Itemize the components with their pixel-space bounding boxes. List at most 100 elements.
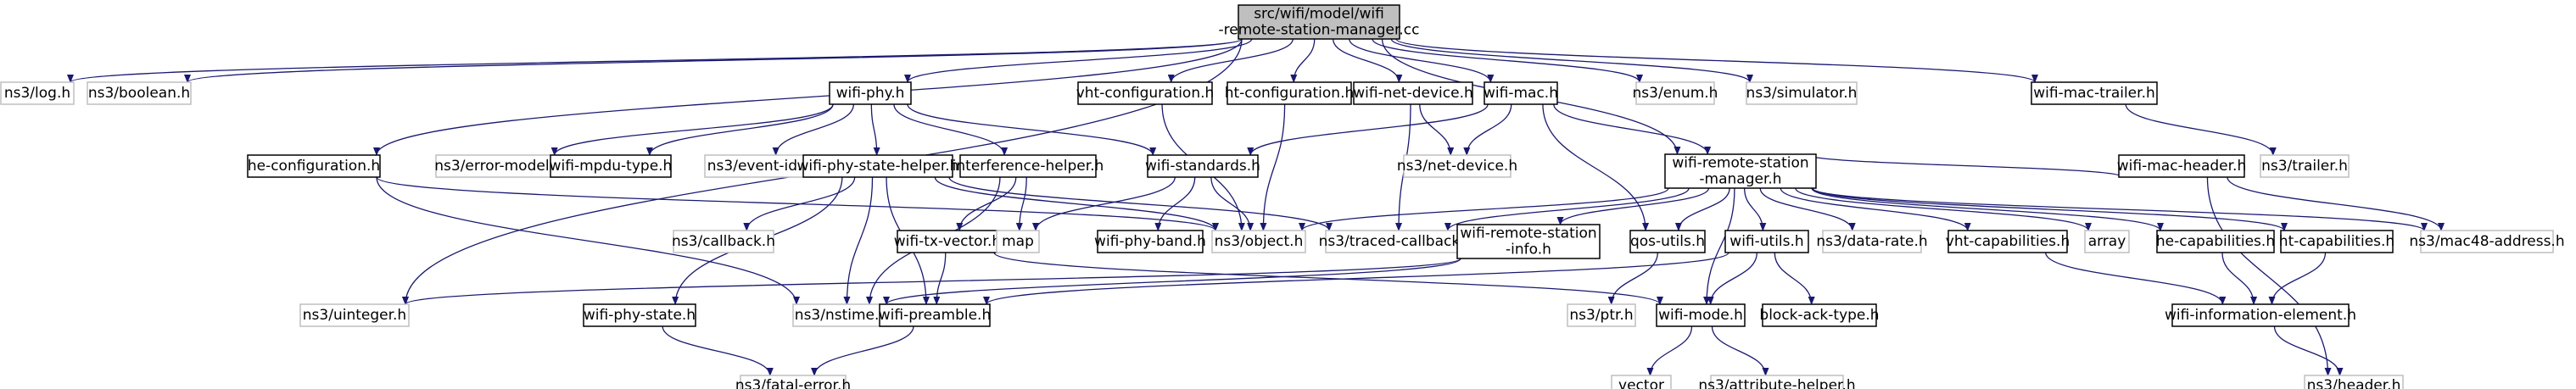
edge-utils-to-preamble xyxy=(983,252,1729,305)
node-log: ns3/log.h xyxy=(0,81,75,105)
edge-wrsm-to-wifimode xyxy=(1703,187,1735,305)
node-label: ns3/attribute-helper.h xyxy=(1698,377,1855,389)
node-htcap[interactable]: ht-capabilities.h xyxy=(2279,230,2394,253)
node-traced: ns3/traced-callback.h xyxy=(1319,230,1473,253)
node-preamble[interactable]: wifi-preamble.h xyxy=(879,303,991,327)
node-qos[interactable]: qos-utils.h xyxy=(1629,230,1706,253)
node-blockack[interactable]: block-ack-type.h xyxy=(1759,303,1880,327)
node-root[interactable]: src/wifi/model/wifi-remote-station-manag… xyxy=(1218,4,1420,40)
node-label: ns3/mac48-address.h xyxy=(2409,233,2564,250)
node-label: vht-capabilities.h xyxy=(1946,233,2070,250)
edge-interference-to-map xyxy=(1015,176,1027,231)
node-hecap[interactable]: he-capabilities.h xyxy=(2156,230,2275,253)
node-box xyxy=(959,154,1097,178)
node-box xyxy=(1724,230,1809,253)
node-box xyxy=(1947,230,2068,253)
node-rsinfo[interactable]: wifi-remote-station-info.h xyxy=(1456,224,1601,259)
node-mactrailer[interactable]: wifi-mac-trailer.h xyxy=(2031,81,2158,105)
edge-wrsm-to-traced xyxy=(1444,187,1690,231)
edge-root-to-mactrailer xyxy=(1395,38,2038,83)
node-txvector[interactable]: wifi-tx-vector.h xyxy=(894,230,1001,253)
edge-wifimode-to-vector xyxy=(1646,325,1693,376)
edge-macheader-to-header xyxy=(2206,176,2332,376)
edge-heconf-to-object xyxy=(376,176,1219,231)
edge-txvector-to-wifimode xyxy=(993,252,1663,305)
node-label: wifi-remote-station xyxy=(1460,225,1596,242)
node-label: wifi-information-element.h xyxy=(2165,307,2356,324)
edge-standards-to-map xyxy=(1032,176,1176,231)
node-label: wifi-phy.h xyxy=(836,85,905,102)
node-array: array xyxy=(2084,230,2130,253)
node-label: vht-configuration.h xyxy=(1076,85,1215,102)
node-label: ns3/event-id.h xyxy=(707,158,811,175)
node-phystatehelper[interactable]: wifi-phy-state-helper.h xyxy=(797,154,959,178)
edge-root-to-heconf xyxy=(373,38,1243,156)
node-label: ns3/simulator.h xyxy=(1746,85,1858,102)
node-label: ns3/enum.h xyxy=(1633,85,1718,102)
edge-phystate-to-fatal xyxy=(662,325,774,376)
node-mac48: ns3/mac48-address.h xyxy=(2409,230,2565,253)
edge-standards-to-object xyxy=(1210,176,1254,231)
node-box xyxy=(792,303,891,327)
node-label: ns3/log.h xyxy=(4,85,70,102)
node-macheader[interactable]: wifi-mac-header.h xyxy=(2117,154,2246,178)
edge-wrsm-to-datarate xyxy=(1759,187,1856,231)
node-uinteger: ns3/uinteger.h xyxy=(299,303,410,327)
edge-root-to-boolean xyxy=(184,38,1243,83)
node-phystate[interactable]: wifi-phy-state.h xyxy=(583,303,696,327)
node-wifiphy[interactable]: wifi-phy.h xyxy=(829,81,912,105)
edge-interference-to-txvector xyxy=(956,176,1017,231)
edge-root-to-enum xyxy=(1372,38,1643,83)
node-box xyxy=(2171,303,2350,327)
node-htconf[interactable]: ht-configuration.h xyxy=(1225,81,1355,105)
node-label: ns3/nstime.h xyxy=(795,307,888,324)
edge-wifimac-to-wrsm xyxy=(1553,103,1712,155)
node-label: wifi-mac-header.h xyxy=(2117,158,2246,175)
node-label: he-configuration.h xyxy=(248,158,380,175)
edge-wrsm-to-mac48 xyxy=(1812,187,2428,231)
node-box xyxy=(2156,230,2275,253)
node-label: wifi-mac.h xyxy=(1484,85,1558,102)
node-wifimac[interactable]: wifi-mac.h xyxy=(1484,81,1558,105)
node-ptr: ns3/ptr.h xyxy=(1567,303,1636,327)
node-mpdutype[interactable]: wifi-mpdu-type.h xyxy=(550,154,673,178)
node-errmodel: ns3/error-model.h xyxy=(434,154,563,178)
node-vector: vector xyxy=(1611,375,1672,389)
edge-infoelem-to-header xyxy=(2273,325,2344,376)
node-phyband[interactable]: wifi-phy-band.h xyxy=(1094,230,1206,253)
node-wifimode[interactable]: wifi-mode.h xyxy=(1656,303,1746,327)
node-label: ns3/header.h xyxy=(2307,377,2401,389)
node-label: qos-utils.h xyxy=(1630,233,1705,250)
node-box xyxy=(1353,81,1473,105)
node-label: block-ack-type.h xyxy=(1759,307,1879,324)
node-box xyxy=(247,154,381,178)
node-netdevice: ns3/net-device.h xyxy=(1397,154,1517,178)
node-interference[interactable]: interference-helper.h xyxy=(953,154,1104,178)
edge-wifimode-to-attrhelper xyxy=(1711,325,1769,376)
node-heconf[interactable]: he-configuration.h xyxy=(247,154,381,178)
node-box xyxy=(2280,230,2394,253)
edge-wrsm-to-utils xyxy=(1744,187,1767,231)
node-box xyxy=(704,154,814,178)
node-vhtcap[interactable]: vht-capabilities.h xyxy=(1946,230,2070,253)
node-utils[interactable]: wifi-utils.h xyxy=(1724,230,1809,253)
edge-root-to-log xyxy=(67,38,1243,83)
node-object: ns3/object.h xyxy=(1211,230,1306,253)
node-label: map xyxy=(1002,233,1034,250)
node-standards[interactable]: wifi-standards.h xyxy=(1145,154,1260,178)
node-vhtconf[interactable]: vht-configuration.h xyxy=(1076,81,1215,105)
node-label: wifi-tx-vector.h xyxy=(894,233,1001,250)
node-attrhelper: ns3/attribute-helper.h xyxy=(1698,375,1856,389)
edge-wrsm-to-object xyxy=(1299,187,1669,231)
node-wrsm[interactable]: wifi-remote-station-manager.h xyxy=(1664,153,1817,189)
edge-phystatehelper-to-callback xyxy=(743,176,856,231)
node-infoelem[interactable]: wifi-information-element.h xyxy=(2165,303,2356,327)
edge-macheader-to-mac48 xyxy=(2227,176,2445,231)
node-box xyxy=(1656,303,1746,327)
node-eventid: ns3/event-id.h xyxy=(704,154,814,178)
node-label: wifi-preamble.h xyxy=(879,307,991,324)
node-label: wifi-phy-state.h xyxy=(584,307,696,324)
node-netdev[interactable]: wifi-net-device.h xyxy=(1353,81,1473,105)
edge-root-to-wifimac xyxy=(1349,38,1495,83)
node-label: wifi-net-device.h xyxy=(1353,85,1473,102)
